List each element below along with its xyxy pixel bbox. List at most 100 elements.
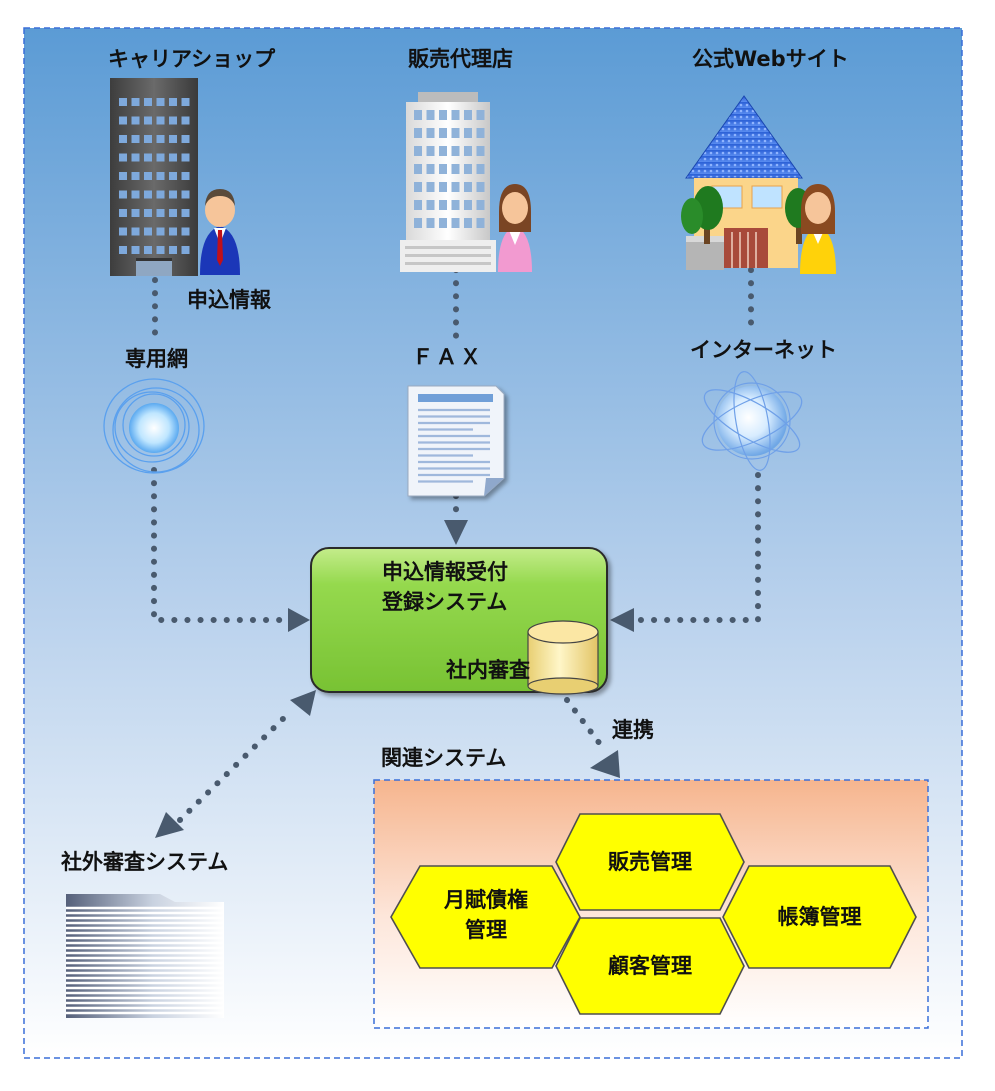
application-info-label: 申込情報 — [187, 288, 271, 312]
building-window — [476, 200, 485, 210]
hex-sales — [555, 813, 745, 911]
building-window — [119, 135, 127, 143]
building-window — [131, 227, 140, 236]
building-window — [476, 182, 485, 192]
building-window — [439, 218, 447, 228]
building-window — [426, 218, 435, 228]
building-window — [144, 135, 152, 143]
building-window — [414, 200, 422, 210]
building-window — [144, 116, 152, 125]
building-window — [119, 209, 127, 217]
arrow-to-central — [290, 690, 316, 716]
building-window — [464, 164, 472, 174]
hexagons — [390, 813, 917, 1015]
related-systems-label: 関連システム — [381, 746, 507, 770]
hex-installment — [390, 865, 581, 969]
building-window — [439, 164, 447, 174]
building-window — [181, 116, 190, 125]
dealer-building-icon — [400, 92, 496, 272]
building-window — [439, 146, 447, 156]
building-window — [414, 146, 422, 156]
arrow-to-related — [590, 750, 620, 778]
building-window — [144, 227, 152, 236]
building-window — [476, 110, 485, 120]
hex-customer — [555, 917, 745, 1015]
building-window — [131, 116, 140, 125]
building-window — [169, 153, 177, 162]
building-window — [131, 209, 140, 217]
building-window — [464, 218, 472, 228]
building-window — [476, 146, 485, 156]
building-window — [169, 209, 177, 217]
building-window — [464, 146, 472, 156]
dedicated-network-label: 専用網 — [125, 347, 188, 371]
building-window — [131, 172, 140, 180]
connector-internet-central — [632, 472, 761, 623]
carrier-shop-label: キャリアショップ — [108, 47, 276, 71]
building-window — [439, 182, 447, 192]
building-window — [119, 246, 127, 254]
fax-document-icon — [407, 385, 505, 497]
building-window — [476, 128, 485, 138]
fax-label: ＦＡＸ — [412, 345, 484, 369]
building-window — [119, 116, 127, 125]
building-window — [144, 209, 152, 217]
building-window — [169, 227, 177, 236]
website-label: 公式Webサイト — [692, 47, 849, 71]
building-window — [451, 182, 460, 192]
building-window — [464, 182, 472, 192]
arrowheads — [155, 520, 634, 838]
hex-ledger — [722, 865, 917, 969]
connectors — [151, 267, 761, 823]
building-window — [131, 135, 140, 143]
dealer-label: 販売代理店 — [408, 47, 513, 71]
carrier-shop-building-icon — [110, 78, 198, 276]
building-window — [156, 116, 165, 125]
female-web-staff-icon — [800, 184, 836, 274]
building-window — [119, 172, 127, 180]
ledger-management-label: 帳簿管理 — [777, 905, 862, 929]
building-window — [181, 172, 190, 180]
internal-review-label: 社内審査 — [446, 658, 530, 682]
building-window — [169, 98, 177, 106]
house-icon — [685, 95, 803, 270]
building-window — [156, 209, 165, 217]
building-window — [119, 98, 127, 106]
arrow-fax-central — [444, 520, 468, 545]
building-window — [181, 246, 190, 254]
building-window — [169, 190, 177, 199]
building-window — [181, 209, 190, 217]
building-window — [464, 128, 472, 138]
building-window — [451, 128, 460, 138]
connector-central-related — [564, 697, 609, 755]
building-window — [131, 98, 140, 106]
building-window — [181, 153, 190, 162]
building-window — [156, 172, 165, 180]
building-window — [169, 116, 177, 125]
customer-management-label: 顧客管理 — [608, 954, 692, 978]
male-staff-icon — [200, 189, 240, 275]
building-window — [156, 246, 165, 254]
external-review-server-icon — [66, 894, 224, 1018]
female-staff-icon — [498, 184, 532, 272]
building-window — [451, 164, 460, 174]
building-window — [181, 135, 190, 143]
building-window — [414, 218, 422, 228]
building-window — [426, 110, 435, 120]
installment-management-label-line1: 月賦債権 — [444, 888, 528, 912]
building-window — [439, 200, 447, 210]
building-window — [451, 146, 460, 156]
internet-globe-icon — [701, 371, 803, 471]
building-window — [156, 227, 165, 236]
building-window — [426, 146, 435, 156]
building-window — [426, 200, 435, 210]
arrow-network-central — [288, 608, 310, 632]
central-system-title-line1: 申込情報受付 — [382, 560, 508, 584]
building-window — [414, 128, 422, 138]
building-window — [169, 246, 177, 254]
building-window — [426, 164, 435, 174]
arrow-internet-central — [610, 608, 634, 632]
building-window — [156, 98, 165, 106]
building-window — [426, 128, 435, 138]
